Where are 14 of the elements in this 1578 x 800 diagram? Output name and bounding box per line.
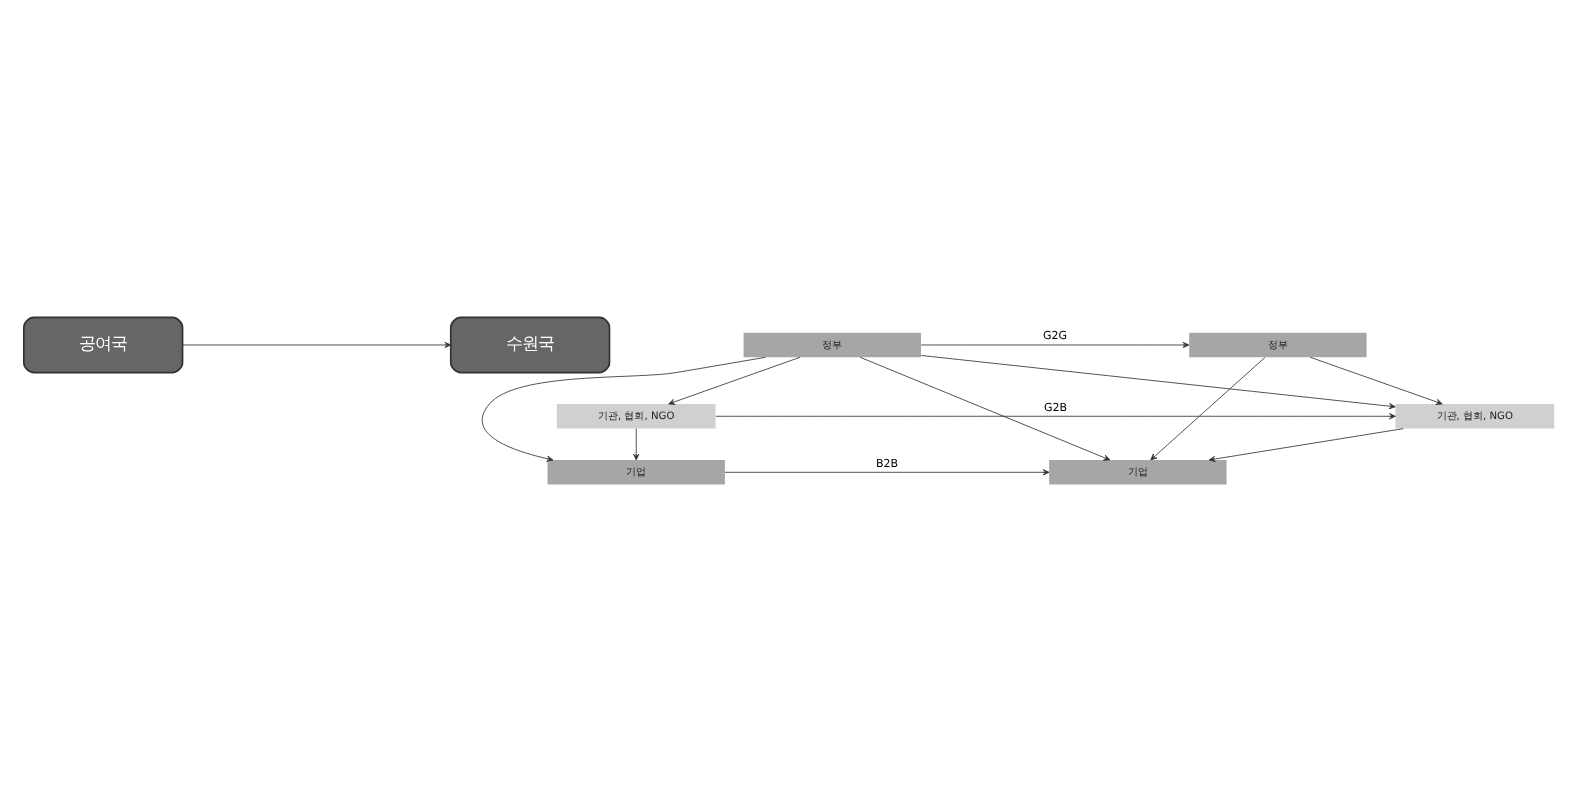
arrow: [633, 427, 640, 460]
arrow: [920, 354, 1396, 409]
node-box: 수원국: [449, 315, 611, 373]
arrow: [1310, 355, 1443, 404]
arrow: [1150, 356, 1266, 460]
arrow: [859, 355, 1111, 460]
arrow: [668, 355, 801, 404]
arrow: [182, 340, 452, 348]
arrow: [724, 468, 1050, 475]
node-box: 공여국: [22, 315, 184, 373]
arrow: [482, 355, 766, 461]
arrow: [920, 340, 1190, 348]
arrow: [1208, 427, 1404, 462]
arrow: [715, 412, 1396, 419]
